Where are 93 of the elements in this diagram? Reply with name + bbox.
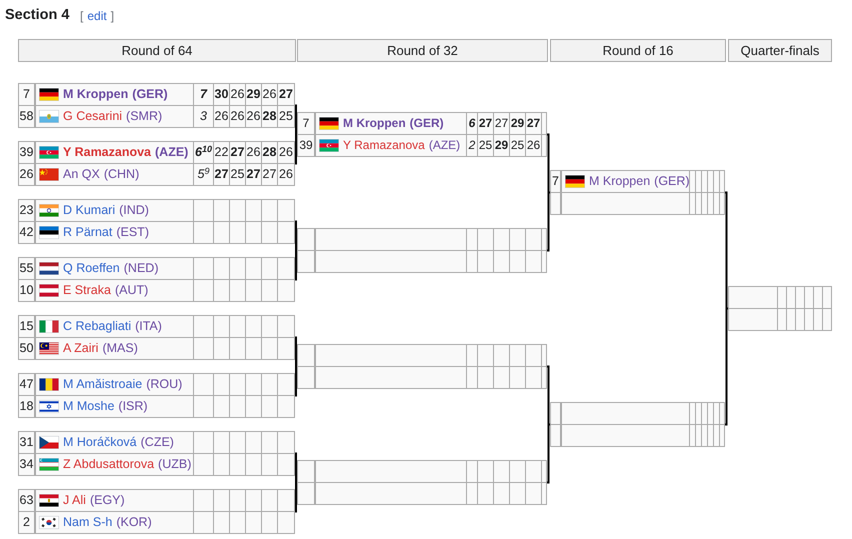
set-score: 2 bbox=[467, 135, 478, 157]
seed-number: 26 bbox=[19, 164, 36, 186]
country-code-link: (GER) bbox=[410, 115, 444, 132]
player-name-link: Nam S-h bbox=[63, 514, 112, 531]
set-score: 5$^{9}$ bbox=[194, 164, 214, 186]
player-name-link: D Kumari bbox=[63, 202, 116, 219]
end-score: 26 bbox=[246, 106, 262, 128]
end-score: 30 bbox=[214, 84, 230, 106]
seed-number: 7 bbox=[298, 113, 316, 135]
country-code-link: (CZE) bbox=[140, 434, 174, 451]
country-code-link: (MAS) bbox=[102, 340, 138, 357]
seed-number: 39 bbox=[298, 135, 316, 157]
bracket-text: ] bbox=[110, 9, 114, 23]
player-name-link: An QX bbox=[63, 166, 100, 183]
seed-number: 42 bbox=[19, 222, 36, 244]
seed-number: 50 bbox=[19, 338, 36, 360]
seed-number: 7 bbox=[19, 84, 36, 106]
seed-number: 55 bbox=[19, 258, 36, 280]
seed-number: 23 bbox=[19, 200, 36, 222]
end-score: 27 bbox=[478, 113, 494, 135]
player-name-link: Q Roeffen bbox=[63, 260, 120, 277]
country-code-link: (AZE) bbox=[428, 137, 460, 154]
country-code-link: (ITA) bbox=[135, 318, 162, 335]
end-score: 27 bbox=[246, 164, 262, 186]
end-score: 26 bbox=[214, 106, 230, 128]
seed-number: 15 bbox=[19, 316, 36, 338]
end-score: 26 bbox=[230, 106, 246, 128]
country-code-link: (UZB) bbox=[158, 456, 192, 473]
player-name-link: M Amăistroaie bbox=[63, 376, 142, 393]
end-score: 22 bbox=[214, 142, 230, 164]
end-score: 27 bbox=[214, 164, 230, 186]
country-code-link: (GER) bbox=[132, 86, 168, 103]
player-name-link: Y Ramazanova bbox=[63, 144, 152, 161]
player-name-link: G Cesarini bbox=[63, 108, 122, 125]
end-score: 27 bbox=[262, 164, 278, 186]
country-code-link: (SMR) bbox=[126, 108, 162, 125]
seed-number: 39 bbox=[19, 142, 36, 164]
end-score: 28 bbox=[262, 142, 278, 164]
seed-number: 7 bbox=[551, 171, 562, 193]
end-score: 28 bbox=[262, 106, 278, 128]
end-score: 26 bbox=[278, 142, 295, 164]
seed-number: 2 bbox=[19, 512, 36, 534]
end-score: 26 bbox=[262, 84, 278, 106]
player-name-link: E Straka bbox=[63, 282, 111, 299]
country-code-link: (KOR) bbox=[116, 514, 152, 531]
edit-link: edit bbox=[87, 9, 107, 23]
country-code-link: (AUT) bbox=[114, 282, 148, 299]
country-code-link: (ISR) bbox=[118, 398, 148, 415]
section-heading: Section 4 bbox=[5, 6, 70, 24]
seed-number: 58 bbox=[19, 106, 36, 128]
seed-number: 63 bbox=[19, 490, 36, 512]
seed-number: 47 bbox=[19, 374, 36, 396]
country-code-link: (CHN) bbox=[104, 166, 140, 183]
end-score: 29 bbox=[494, 135, 510, 157]
end-score: 25 bbox=[478, 135, 494, 157]
country-code-link: (IND) bbox=[119, 202, 149, 219]
end-score: 27 bbox=[526, 113, 542, 135]
end-score: 25 bbox=[278, 106, 295, 128]
set-score: 7 bbox=[194, 84, 214, 106]
seed-number: 10 bbox=[19, 280, 36, 302]
player-name-link: Y Ramazanova bbox=[343, 137, 425, 154]
player-name-link: M Kroppen bbox=[63, 86, 128, 103]
end-score: 27 bbox=[230, 142, 246, 164]
player-name-link: M Horáčková bbox=[63, 434, 137, 451]
player-name-link: A Zairi bbox=[63, 340, 98, 357]
end-score: 29 bbox=[246, 84, 262, 106]
seed-number: 18 bbox=[19, 396, 36, 418]
set-score: 6$^{10}$ bbox=[194, 142, 214, 164]
seed-number: 34 bbox=[19, 454, 36, 476]
end-score: 26 bbox=[278, 164, 295, 186]
country-code-link: (NED) bbox=[124, 260, 158, 277]
player-name-link: M Moshe bbox=[63, 398, 114, 415]
player-name-link: Z Abdusattorova bbox=[63, 456, 154, 473]
player-name-link: M Kroppen bbox=[343, 115, 406, 132]
end-score: 26 bbox=[230, 84, 246, 106]
country-code-link: (EGY) bbox=[90, 492, 125, 509]
end-score: 25 bbox=[230, 164, 246, 186]
end-score: 27 bbox=[494, 113, 510, 135]
player-name-link: R Pärnat bbox=[63, 224, 112, 241]
bracket-text: [ bbox=[80, 9, 84, 23]
country-code-link: (AZE) bbox=[155, 144, 188, 161]
end-score: 29 bbox=[510, 113, 526, 135]
player-name-link: C Rebagliati bbox=[63, 318, 132, 335]
end-score: 27 bbox=[278, 84, 295, 106]
country-code-link: (ROU) bbox=[146, 376, 182, 393]
country-code-link: (EST) bbox=[116, 224, 149, 241]
seed-number: 31 bbox=[19, 432, 36, 454]
end-score: 25 bbox=[510, 135, 526, 157]
set-score: 6 bbox=[467, 113, 478, 135]
end-score: 26 bbox=[246, 142, 262, 164]
player-name-link: J Ali bbox=[63, 492, 86, 509]
end-score: 26 bbox=[526, 135, 542, 157]
set-score: 3 bbox=[194, 106, 214, 128]
